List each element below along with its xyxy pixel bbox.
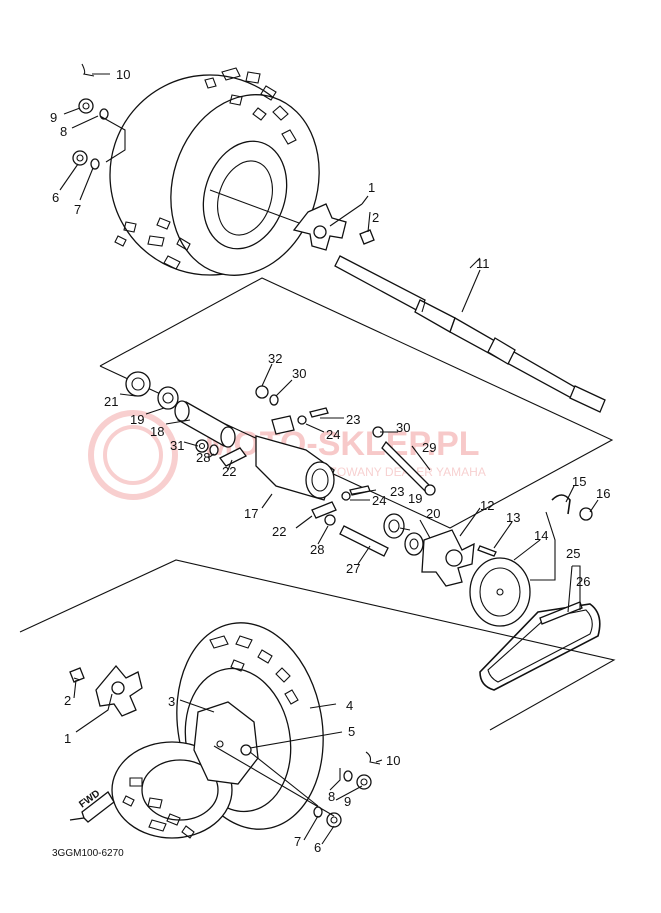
- label-12: 12: [480, 498, 494, 513]
- label-5: 5: [348, 724, 355, 739]
- middle-parts: [125, 371, 601, 691]
- label-18: 18: [150, 424, 164, 439]
- label-30-top: 30: [292, 366, 306, 381]
- label-1-lower: 1: [64, 731, 71, 746]
- label-25: 25: [566, 546, 580, 561]
- lower-hub: [69, 664, 143, 717]
- rear-axle: [334, 255, 606, 413]
- label-7-lower: 7: [294, 834, 301, 849]
- label-6-lower: 6: [314, 840, 321, 855]
- label-9-lower: 9: [344, 794, 351, 809]
- label-8-lower: 8: [328, 789, 335, 804]
- watermark-logo: [88, 410, 178, 500]
- label-23-bottom: 23: [390, 484, 404, 499]
- label-10-lower: 10: [386, 753, 400, 768]
- label-16: 16: [596, 486, 610, 501]
- label-28-left: 28: [196, 450, 210, 465]
- lower-panel-outline: [19, 559, 616, 731]
- label-24-top: 24: [326, 427, 340, 442]
- label-22-left: 22: [222, 464, 236, 479]
- watermark-title: MOTO-SKLEP.PL: [205, 425, 480, 463]
- label-7-upper: 7: [74, 202, 81, 217]
- label-22-bottom: 22: [272, 524, 286, 539]
- label-4: 4: [346, 698, 353, 713]
- label-32: 32: [268, 351, 282, 366]
- lower-nuts: [313, 751, 381, 828]
- upper-leaders: [59, 73, 481, 313]
- fwd-arrow: FWD: [69, 788, 115, 823]
- label-31: 31: [170, 438, 184, 453]
- label-2-lower: 2: [64, 693, 71, 708]
- label-11: 11: [476, 256, 490, 271]
- label-2-upper: 2: [372, 210, 379, 225]
- label-8-upper: 8: [60, 124, 67, 139]
- label-10-upper: 10: [116, 67, 130, 82]
- label-3: 3: [168, 694, 175, 709]
- part-labels: 10 9 8 6 7 1 2 11 32 30 21 19 18 31 28 2…: [50, 67, 610, 855]
- label-15: 15: [572, 474, 586, 489]
- upper-hub: [292, 203, 375, 251]
- lower-leaders: [73, 677, 383, 845]
- label-23-top: 23: [346, 412, 360, 427]
- watermark-logo-inner: [103, 425, 163, 485]
- label-14: 14: [534, 528, 548, 543]
- label-28-bottom: 28: [310, 542, 324, 557]
- label-24-bottom: 24: [372, 493, 386, 508]
- upper-wheel: [109, 67, 320, 276]
- label-19-right: 19: [408, 491, 422, 506]
- label-9-upper: 9: [50, 110, 57, 125]
- label-30-right: 30: [396, 420, 410, 435]
- upper-nuts: [72, 63, 109, 170]
- diagram-code: 3GGM100-6270: [52, 848, 124, 859]
- label-17: 17: [244, 506, 258, 521]
- label-20: 20: [426, 506, 440, 521]
- label-27: 27: [346, 561, 360, 576]
- label-26: 26: [576, 574, 590, 589]
- label-6-upper: 6: [52, 190, 59, 205]
- lower-wheel: [111, 622, 324, 839]
- label-29: 29: [422, 440, 436, 455]
- label-21: 21: [104, 394, 118, 409]
- label-1-upper: 1: [368, 180, 375, 195]
- middle-leaders: [119, 363, 599, 613]
- label-13: 13: [506, 510, 520, 525]
- label-19-left: 19: [130, 412, 144, 427]
